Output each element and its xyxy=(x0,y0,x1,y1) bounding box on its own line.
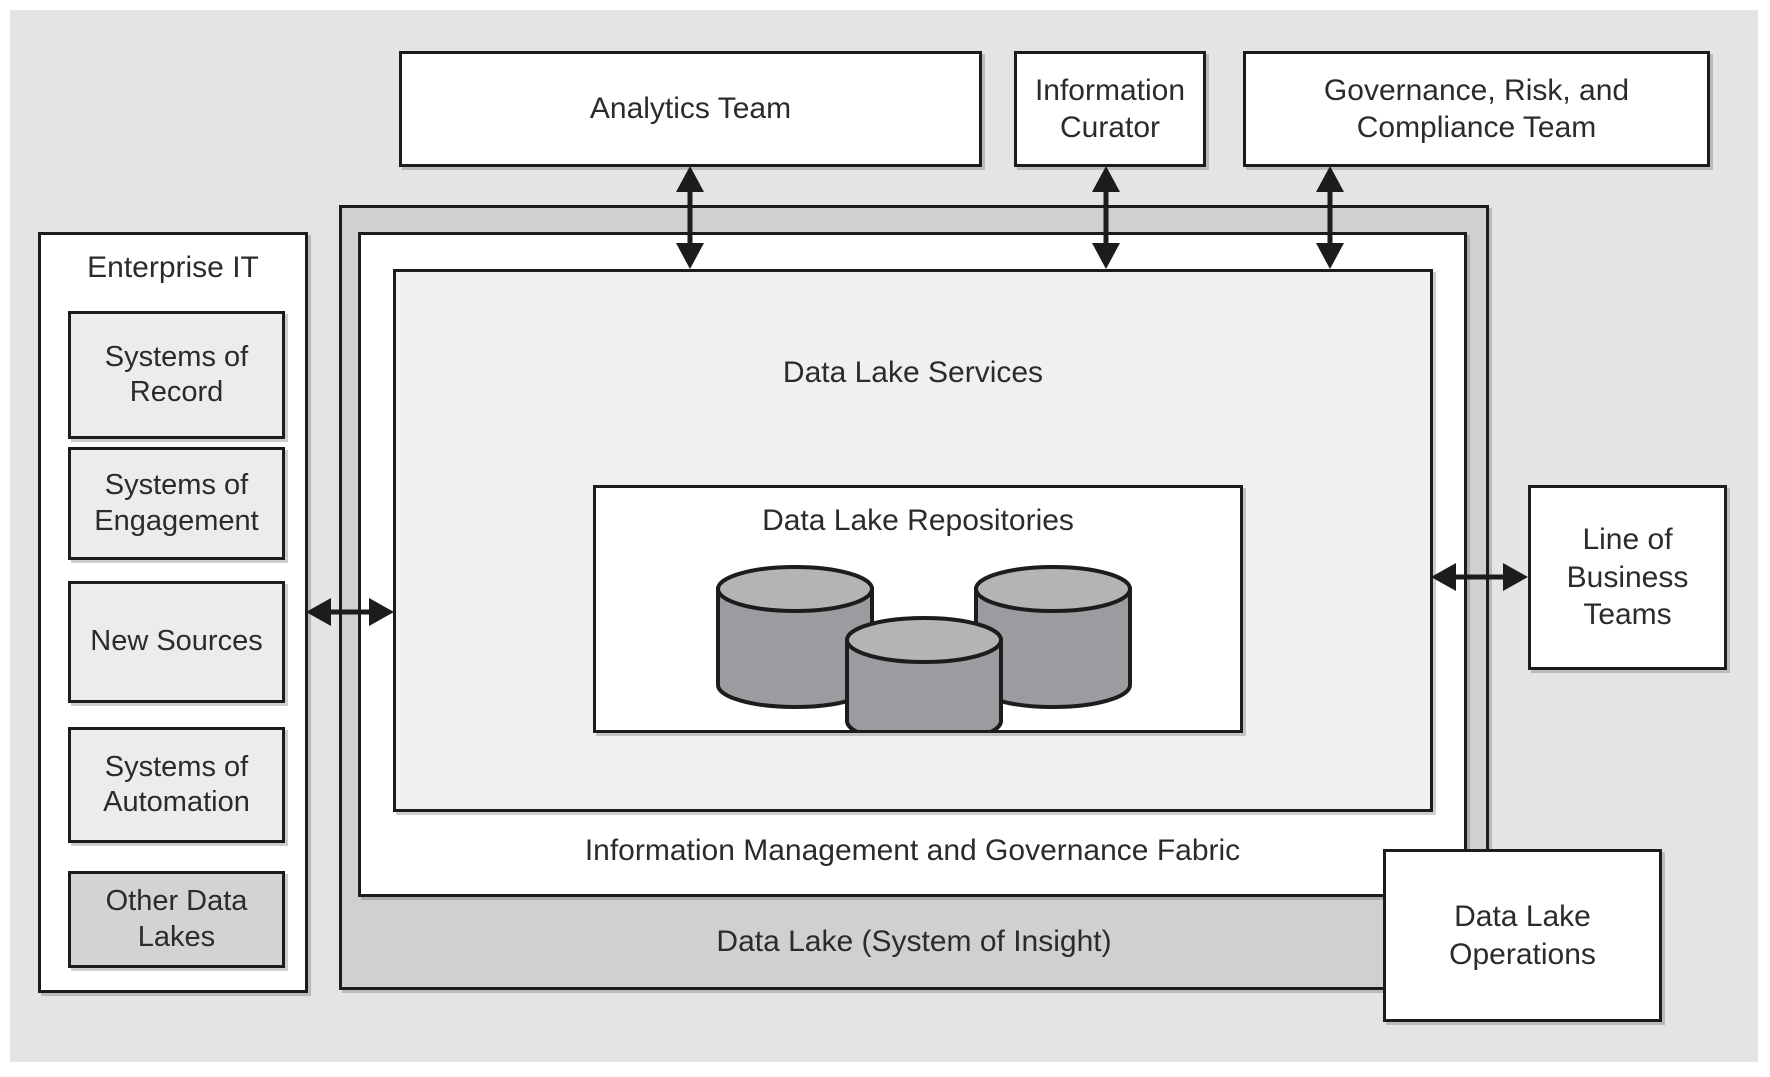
information-curator-box: Information Curator xyxy=(1014,51,1206,167)
data-lake-operations-label-line2: Operations xyxy=(1449,937,1596,971)
database-cylinder-icon xyxy=(845,616,1003,730)
database-cylinder-icon xyxy=(974,565,1132,709)
new-sources-label: New Sources xyxy=(90,625,263,658)
information-curator-label-line2: Curator xyxy=(1059,111,1161,144)
database-cylinders-icon xyxy=(716,565,1132,730)
grc-team-label-line2: Compliance Team xyxy=(1356,111,1597,144)
enterprise-it-panel: Enterprise IT Systems of Record Systems … xyxy=(38,232,308,993)
information-curator-label-line1: Information xyxy=(1034,73,1186,107)
systems-of-record-label-line1: Systems of xyxy=(104,340,249,373)
analytics-team-label: Analytics Team xyxy=(589,92,792,126)
systems-of-automation-label-line2: Automation xyxy=(103,786,250,818)
analytics-team-box: Analytics Team xyxy=(399,51,982,167)
grc-team-box: Governance, Risk, and Compliance Team xyxy=(1243,51,1710,167)
systems-of-automation-box: Systems of Automation xyxy=(68,727,285,843)
systems-of-record-label-line2: Record xyxy=(129,376,224,408)
line-of-business-label-line2: Business xyxy=(1566,560,1689,594)
other-data-lakes-box: Other Data Lakes xyxy=(68,871,285,968)
systems-of-automation-label-line1: Systems of xyxy=(104,750,249,783)
line-of-business-label-line1: Line of xyxy=(1582,523,1673,557)
data-lake-outer-label: Data Lake (System of Insight) xyxy=(716,925,1112,958)
new-sources-box: New Sources xyxy=(68,581,285,703)
data-lake-repositories-label: Data Lake Repositories xyxy=(762,504,1074,537)
data-lake-operations-box: Data Lake Operations xyxy=(1383,849,1662,1022)
systems-of-engagement-label-line2: Engagement xyxy=(94,504,259,537)
enterprise-it-title: Enterprise IT xyxy=(87,251,259,284)
other-data-lakes-label-line2: Lakes xyxy=(137,920,216,953)
systems-of-engagement-label-line1: Systems of xyxy=(104,469,249,502)
systems-of-engagement-box: Systems of Engagement xyxy=(68,447,285,560)
data-lake-services-label: Data Lake Services xyxy=(782,356,1044,389)
governance-fabric-label: Information Management and Governance Fa… xyxy=(584,834,1241,867)
systems-of-record-box: Systems of Record xyxy=(68,311,285,439)
line-of-business-label-line3: Teams xyxy=(1583,598,1672,632)
grc-team-label-line1: Governance, Risk, and xyxy=(1323,73,1630,107)
data-lake-operations-label-line1: Data Lake xyxy=(1454,900,1591,933)
data-lake-repositories-box: Data Lake Repositories xyxy=(593,485,1243,733)
line-of-business-teams-box: Line of Business Teams xyxy=(1528,485,1727,670)
other-data-lakes-label-line1: Other Data xyxy=(105,885,248,918)
